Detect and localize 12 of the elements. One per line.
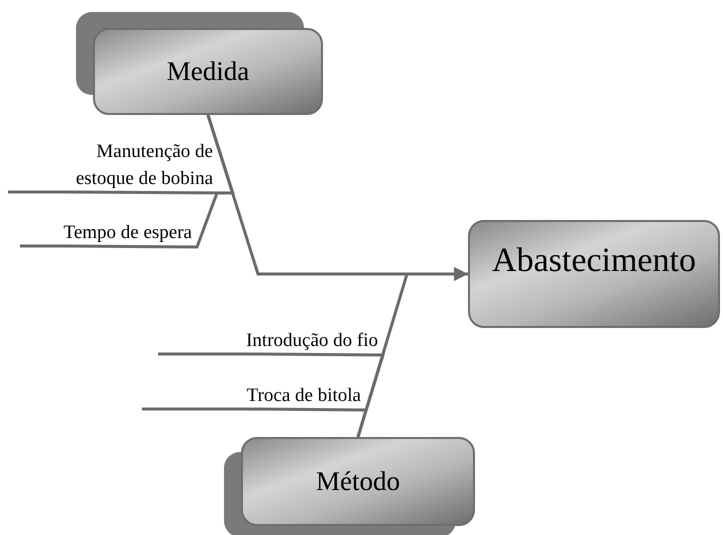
category-title: Medida	[166, 55, 250, 88]
category-box	[93, 28, 323, 115]
effect-title: Abastecimento	[492, 240, 696, 280]
cause-text: Tempo de espera	[64, 222, 192, 243]
cause-text: Troca de bitola	[246, 385, 361, 406]
cause-line	[18, 114, 235, 248]
cause-line	[140, 408, 368, 438]
category-box	[241, 437, 475, 526]
cause-text: Introdução do fio	[246, 330, 378, 351]
effect-box	[468, 220, 720, 328]
category-title: Método	[316, 465, 400, 498]
cause-text: Manutenção de estoque de bobina	[76, 141, 213, 189]
